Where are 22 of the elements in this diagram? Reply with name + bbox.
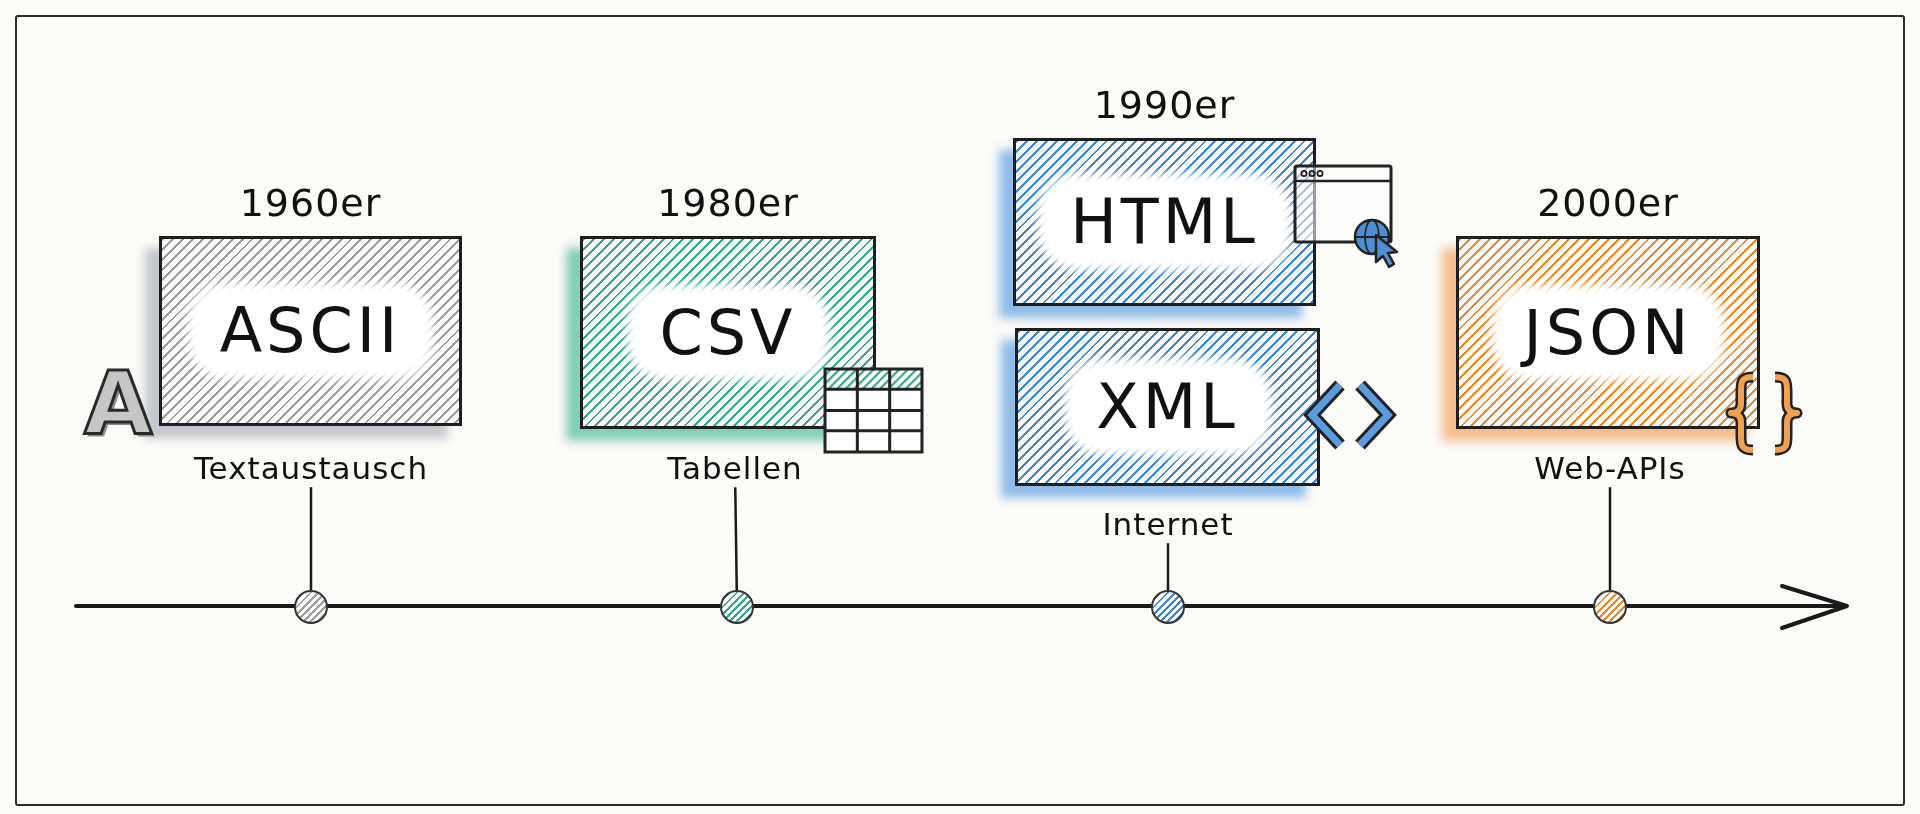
year-label: 1990er — [1093, 85, 1236, 127]
tick-line — [309, 487, 313, 590]
tick-line — [734, 487, 738, 590]
format-title: XML — [1072, 367, 1263, 447]
tick-line — [1608, 487, 1612, 590]
year-label: 1960er — [239, 183, 382, 225]
year-label: 2000er — [1537, 183, 1679, 225]
era-caption: Tabellen — [667, 450, 803, 488]
era-caption: Internet — [1102, 506, 1234, 544]
letter-symbol: A — [84, 360, 153, 448]
timeline-marker — [294, 590, 328, 624]
timeline-marker — [1593, 590, 1627, 624]
format-title: ASCII — [195, 291, 426, 371]
timeline-marker — [1151, 590, 1185, 624]
era-caption: Textaustausch — [193, 450, 429, 488]
format-title: HTML — [1046, 182, 1283, 262]
year-label: 1980er — [657, 183, 799, 225]
format-title: CSV — [635, 292, 821, 373]
tick-line — [1166, 543, 1170, 590]
timeline-marker — [720, 590, 754, 624]
format-title: JSON — [1499, 292, 1717, 373]
era-caption: Web-APIs — [1534, 450, 1686, 488]
